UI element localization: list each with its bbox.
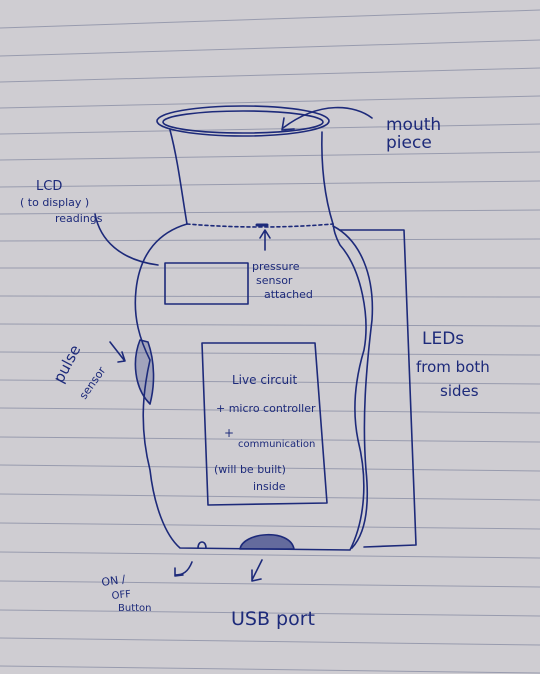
led-strip-inner [332,225,374,549]
label-lcd: LCD [36,179,62,194]
ruled-lines [0,9,540,674]
label-sides: sides [440,382,479,400]
label-on: ON / [101,573,127,589]
neck-right [321,131,334,225]
neck-seam [186,223,334,228]
lcd-screen [164,262,249,305]
label-from-both: from both [416,358,490,376]
label-attached: attached [264,288,313,301]
label-usb-port: USB port [231,608,315,630]
neck-left [169,129,188,225]
label-readings: readings [55,212,103,225]
pulse-arrow [109,341,126,363]
usb-port [239,533,295,550]
pulse-sensor-pad [134,339,155,405]
mouth-piece-inner [162,110,324,134]
label-leds: LEDs [422,329,464,349]
on-off-arrow [174,561,193,577]
on-off-button [197,541,207,549]
label-pressure: pressure [252,260,300,273]
circuit-box [201,342,328,506]
label-mouth: mouth [386,115,441,135]
label-button: Button [118,603,152,614]
led-strip-outer [339,229,417,548]
label-inside: inside [253,480,286,493]
pressure-arrow [259,229,271,251]
lcd-leader [94,213,159,266]
label-will-be-built: (will be built) [214,463,286,476]
label-to-display: ( to display ) [20,196,89,209]
label-off: OFF [111,589,132,602]
label-communication: communication [238,439,315,450]
label-micro-controller: + micro controller [216,402,316,415]
label-live-circuit: Live circuit [232,373,297,387]
label-sensor: sensor [256,274,293,287]
label-piece: piece [386,133,432,153]
label-plus: + [224,426,234,440]
usb-arrow [251,559,263,582]
mouth-piece-rim [156,105,330,137]
mouth-piece-arrow [281,106,373,131]
